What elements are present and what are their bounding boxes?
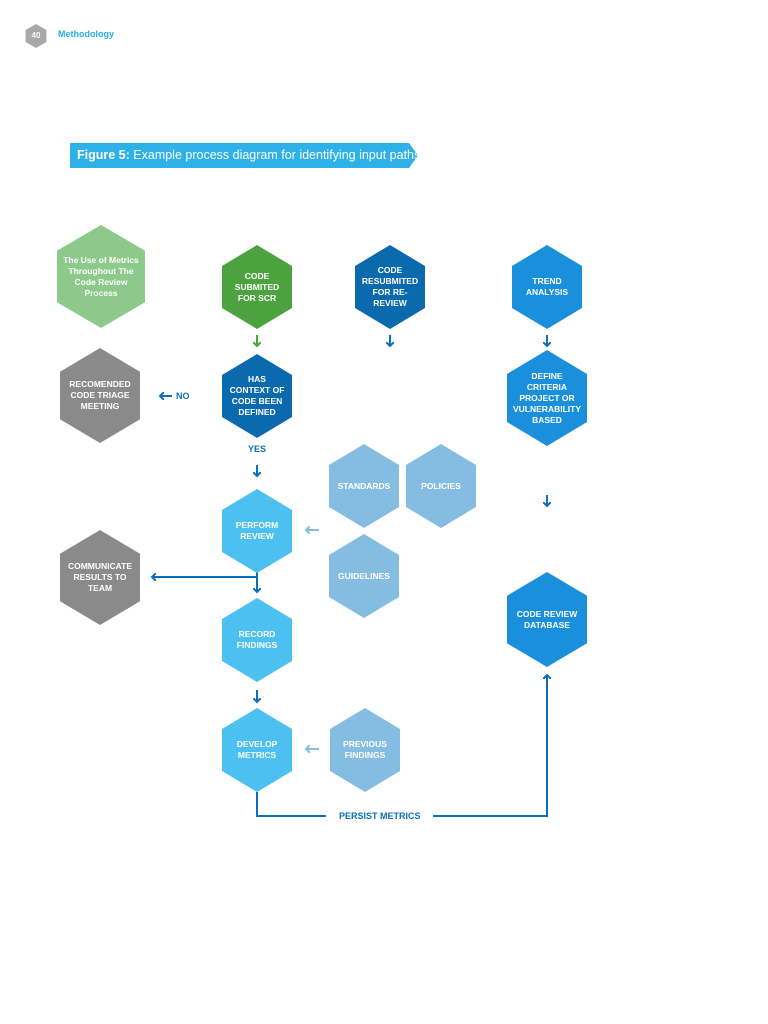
page-number: 40 xyxy=(31,31,41,40)
hexagon-badge-icon xyxy=(25,24,47,48)
persist-line-left xyxy=(256,792,326,817)
arrow-persist-to-database xyxy=(433,675,547,817)
arrow-review-to-communicate xyxy=(152,572,258,577)
figure-label: Figure 5: xyxy=(77,148,130,162)
page-number-badge: 40 xyxy=(24,24,48,48)
label-yes: YES xyxy=(248,444,267,454)
node-trend-analysis: TREND ANALYSIS xyxy=(512,245,582,329)
figure-caption-banner: Figure 5: Example process diagram for id… xyxy=(70,143,418,168)
label-persist-metrics: PERSIST METRICS xyxy=(339,811,421,821)
figure-caption: Example process diagram for identifying … xyxy=(133,148,421,162)
section-title: Methodology xyxy=(58,29,114,39)
label-no: NO xyxy=(176,391,190,401)
node-triage-meeting: RECOMENDED CODE TRIAGE MEETING xyxy=(60,348,140,443)
